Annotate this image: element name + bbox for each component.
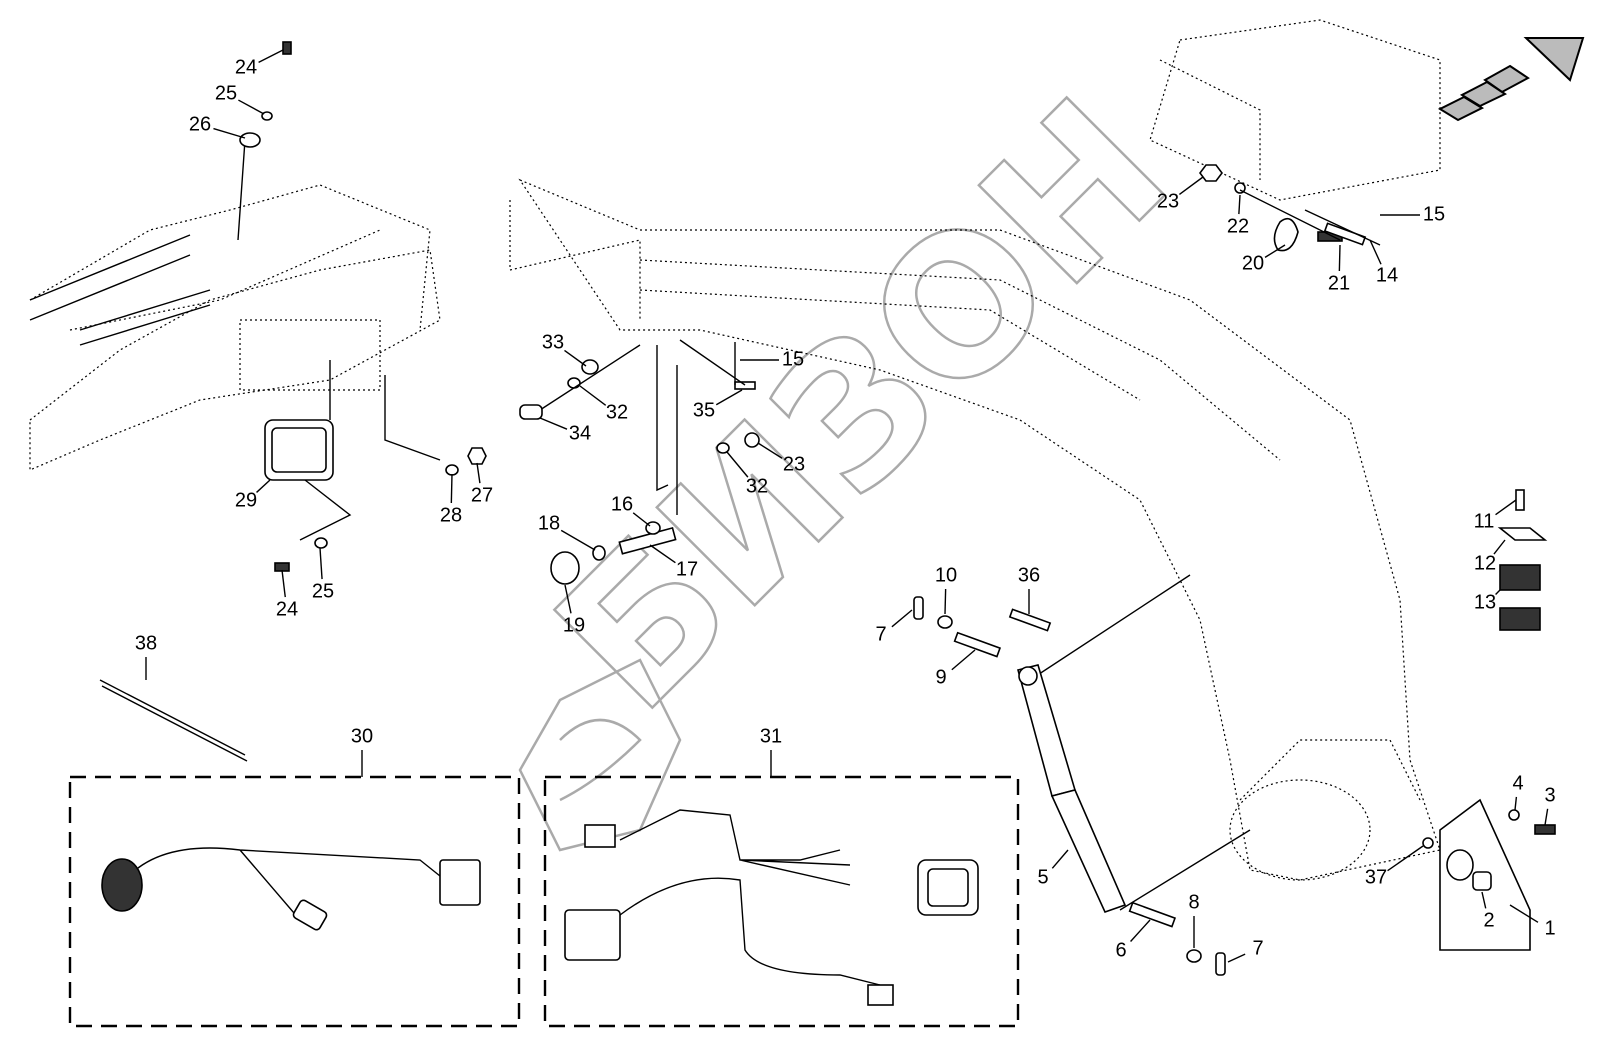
callout-14: 14: [1376, 264, 1398, 286]
leader-line: [560, 529, 596, 551]
leader-line: [1544, 808, 1549, 826]
leader-line: [1481, 891, 1487, 909]
watermark-logo: БИЗОН: [514, 57, 1210, 852]
leader-line: [1493, 539, 1506, 555]
callout-26: 26: [189, 113, 211, 135]
leader-line: [281, 569, 286, 598]
parts: [99, 41, 1556, 976]
callout-7: 7: [875, 623, 886, 645]
callout-24: 24: [276, 598, 298, 620]
callout-labels: 2425262928272425331532343523321618171923…: [135, 49, 1556, 963]
chute-frame: [509, 19, 1441, 881]
callout-4: 4: [1512, 772, 1523, 794]
callout-18: 18: [538, 512, 560, 534]
leader-line: [1514, 796, 1518, 811]
callout-17: 17: [676, 558, 698, 580]
leader-line: [726, 451, 749, 478]
callout-27: 27: [471, 484, 493, 506]
callout-1: 1: [1544, 917, 1555, 939]
leader-line: [539, 417, 568, 430]
callout-19: 19: [563, 614, 585, 636]
callout-36: 36: [1018, 564, 1040, 586]
callout-11: 11: [1474, 510, 1495, 532]
callout-7: 7: [1252, 937, 1263, 959]
callout-23: 23: [783, 453, 805, 475]
leader-line: [579, 385, 607, 406]
leader-line: [238, 99, 265, 115]
callout-24: 24: [235, 56, 257, 78]
callout-34: 34: [569, 422, 591, 444]
callout-21: 21: [1328, 272, 1350, 294]
leader-line: [258, 49, 284, 63]
left-frame: [29, 184, 441, 471]
callout-16: 16: [611, 493, 633, 515]
callout-28: 28: [440, 504, 462, 526]
leader-line: [649, 544, 676, 564]
callout-13: 13: [1474, 591, 1496, 613]
leader-line: [1495, 499, 1517, 516]
callout-35: 35: [693, 399, 715, 421]
callout-25: 25: [312, 580, 334, 602]
leader-line: [1238, 194, 1241, 215]
callout-25: 25: [215, 82, 237, 104]
leader-line: [1178, 176, 1204, 196]
leader-line: [1509, 904, 1539, 923]
leader-line: [951, 649, 976, 671]
leader-line: [757, 442, 783, 459]
leader-line: [632, 512, 651, 527]
callout-33: 33: [542, 331, 564, 353]
leader-line: [1338, 244, 1341, 272]
leader-line: [944, 588, 947, 615]
wiring-harness-30: [101, 847, 481, 931]
callout-3: 3: [1544, 784, 1555, 806]
leader-line: [1495, 589, 1501, 595]
callout-10: 10: [935, 564, 957, 586]
leader-line: [564, 349, 587, 367]
callout-5: 5: [1037, 866, 1048, 888]
callout-31: 31: [760, 725, 782, 747]
leader-line: [450, 473, 453, 504]
leader-line: [1387, 845, 1424, 872]
callout-15: 15: [1423, 203, 1445, 225]
kit-31-box: [543, 775, 1020, 1028]
callout-8: 8: [1188, 891, 1199, 913]
leader-line: [1227, 953, 1246, 963]
leader-line: [213, 127, 246, 139]
callout-6: 6: [1115, 939, 1126, 961]
callout-38: 38: [135, 632, 157, 654]
leader-line: [715, 389, 743, 406]
leader-line: [1369, 239, 1382, 265]
callout-2: 2: [1483, 909, 1494, 931]
leader-line: [476, 462, 481, 484]
callout-37: 37: [1365, 866, 1387, 888]
leader-line: [319, 547, 323, 580]
leader-line: [1051, 849, 1069, 869]
leader-line: [891, 609, 913, 628]
callout-29: 29: [235, 489, 257, 511]
callout-23: 23: [1157, 190, 1179, 212]
callout-32: 32: [606, 401, 628, 423]
direction-arrow-icon: [1437, 37, 1585, 122]
callout-20: 20: [1242, 252, 1264, 274]
callout-9: 9: [935, 666, 946, 688]
callout-15: 15: [782, 348, 804, 370]
callout-22: 22: [1227, 215, 1249, 237]
leader-line: [1264, 244, 1286, 258]
leader-line: [256, 479, 271, 493]
leader-line: [564, 584, 572, 614]
callout-32: 32: [746, 475, 768, 497]
callout-12: 12: [1474, 552, 1496, 574]
wiring-harness-31: [564, 809, 979, 1006]
leader-line: [1130, 919, 1151, 942]
callout-30: 30: [351, 725, 373, 747]
